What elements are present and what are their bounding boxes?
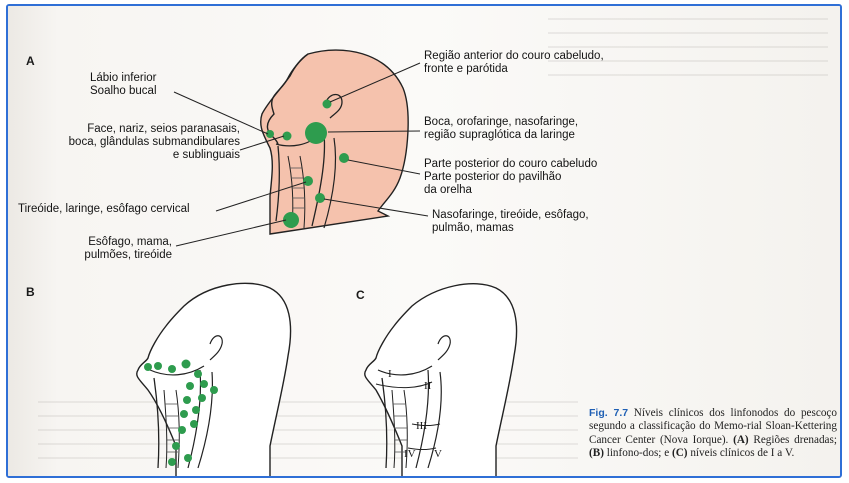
- label-tireoide: Tireóide, laringe, esôfago cervical: [18, 203, 190, 216]
- level-v: V: [434, 448, 442, 460]
- panel-letter-c: C: [356, 288, 365, 302]
- label-parte-3: da orelha: [424, 184, 472, 197]
- label-parte-2: Parte posterior do pavilhão: [424, 171, 561, 184]
- node: [190, 420, 198, 428]
- node: [192, 406, 200, 414]
- figure-frame: A B C Lábio inferior Soalho bucal Face, …: [6, 4, 842, 478]
- node: [198, 394, 206, 402]
- node: [194, 370, 202, 378]
- figure-caption: Fig. 7.7 Níveis clínicos dos linfonodos …: [589, 407, 837, 460]
- level-iv: IV: [404, 448, 416, 460]
- label-boca-2: região supraglótica da laringe: [424, 129, 575, 142]
- node: [172, 442, 180, 450]
- caption-text-4: níveis clínicos de I a V.: [688, 447, 795, 459]
- caption-ref-c: (C): [672, 447, 688, 459]
- caption-ref-b: (B): [589, 447, 604, 459]
- node: [315, 193, 325, 203]
- node: [168, 458, 176, 466]
- label-regiao-1: Região anterior do couro cabeludo,: [424, 50, 604, 63]
- node: [305, 122, 327, 144]
- label-parte-1: Parte posterior do couro cabeludo: [424, 158, 597, 171]
- label-face-2: boca, glândulas submandibulares: [28, 136, 240, 149]
- label-naso-1: Nasofaringe, tireóide, esôfago,: [432, 209, 589, 222]
- node: [182, 360, 191, 369]
- caption-fig-number: Fig. 7.7: [589, 407, 628, 419]
- node: [154, 362, 162, 370]
- label-esofago-1: Esôfago, mama,: [48, 236, 172, 249]
- label-naso-2: pulmão, mamas: [432, 222, 514, 235]
- label-face-1: Face, nariz, seios paranasais,: [28, 123, 240, 136]
- level-i: I: [388, 368, 392, 380]
- node: [178, 426, 186, 434]
- panel-b-drawing: [137, 283, 291, 478]
- node: [200, 380, 208, 388]
- label-boca-1: Boca, orofaringe, nasofaringe,: [424, 116, 578, 129]
- node: [168, 365, 176, 373]
- label-regiao-2: fronte e parótida: [424, 63, 508, 76]
- node: [323, 100, 332, 109]
- node: [183, 396, 191, 404]
- caption-text-2: Regiões drenadas;: [749, 434, 837, 446]
- level-ii: II: [424, 380, 431, 392]
- caption-text-3: linfono-dos; e: [604, 447, 672, 459]
- panel-letter-a: A: [26, 54, 35, 68]
- label-labio: Lábio inferior: [90, 72, 156, 85]
- node: [339, 153, 349, 163]
- node: [184, 454, 192, 462]
- node: [303, 176, 313, 186]
- node: [180, 410, 188, 418]
- node: [210, 386, 218, 394]
- head-b-outline: [137, 283, 291, 478]
- label-soalho: Soalho bucal: [90, 85, 157, 98]
- node: [186, 382, 194, 390]
- level-iii: III: [416, 420, 427, 432]
- label-face-3: e sublinguais: [28, 149, 240, 162]
- caption-ref-a: (A): [733, 434, 749, 446]
- node: [144, 363, 152, 371]
- label-esofago-2: pulmões, tireóide: [48, 249, 172, 262]
- panel-letter-b: B: [26, 285, 35, 299]
